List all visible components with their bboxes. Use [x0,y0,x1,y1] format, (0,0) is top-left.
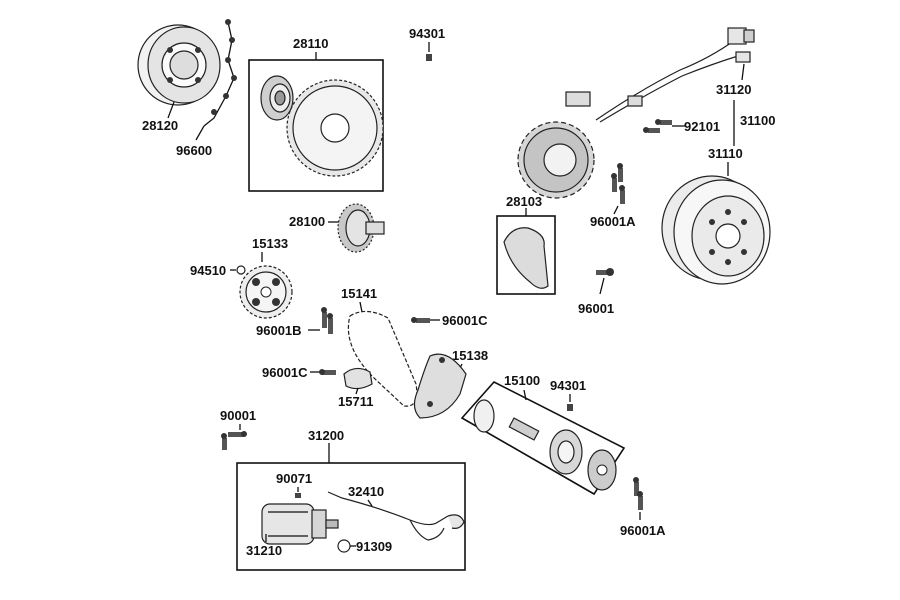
label-15133: 15133 [252,236,288,251]
box-31200 [236,462,466,571]
label-96600: 96600 [176,143,212,158]
o-ring-91309 [337,539,351,553]
label-32410: 32410 [348,484,384,499]
starter-driven-gear [337,203,385,253]
label-90001: 90001 [220,408,256,423]
label-96001C-left: 96001C [262,365,308,380]
label-15138: 15138 [452,348,488,363]
label-96001A-bottom: 96001A [620,523,666,538]
label-31210: 31210 [246,543,282,558]
bolt-94301-top [426,54,432,61]
label-28120: 28120 [142,118,178,133]
label-31200: 31200 [308,428,344,443]
starter-clutch-assembly [473,399,617,491]
label-96001A-top: 96001A [590,214,636,229]
label-91309: 91309 [356,539,392,554]
bolts-92101 [643,119,672,133]
label-94301-mid: 94301 [550,378,586,393]
label-15141: 15141 [341,286,377,301]
label-92101: 92101 [684,119,720,134]
oil-pump-sprocket [239,265,293,319]
starter-clutch-housing [137,24,221,106]
starter-motor-31210 [261,503,339,545]
large-gear [286,79,384,177]
label-28103: 28103 [506,194,542,209]
bolt-96001C-right [416,318,430,323]
bolt-96001C-left [322,370,336,375]
label-90071: 90071 [276,471,312,486]
bolt-96001 [596,268,614,276]
label-15711: 15711 [338,394,373,409]
label-15100: 15100 [504,373,540,388]
gear-bearing [260,75,294,121]
box-15100 [460,381,626,496]
stator-wiring-harness [595,27,755,123]
bolt-90001 [221,431,247,450]
label-94510: 94510 [190,263,226,278]
starter-cable-32410 [327,491,449,526]
flywheel-rotor [661,175,771,285]
label-96001: 96001 [578,301,614,316]
label-94301-top: 94301 [409,26,445,41]
oil-pump-chain [347,310,418,407]
chain-guide-28103 [503,227,549,289]
bolt-94301-mid [567,404,573,411]
label-96001C-right: 96001C [442,313,488,328]
oil-strainer-15711 [343,367,373,390]
starter-clutch-bolts [203,19,237,127]
bolt-90071 [295,493,301,498]
label-28100: 28100 [289,214,325,229]
oil-pump-body [413,353,467,419]
label-31120: 31120 [716,82,751,97]
circlip-94510 [236,265,246,275]
label-31100: 31100 [740,113,775,128]
label-31110: 31110 [708,146,743,161]
bolts-96001A-bottom [633,477,643,510]
bolts-96001A-top [611,163,625,204]
label-96001B: 96001B [256,323,302,338]
stator [517,91,595,199]
label-28110: 28110 [293,36,328,51]
bolts-96001B [321,307,333,334]
